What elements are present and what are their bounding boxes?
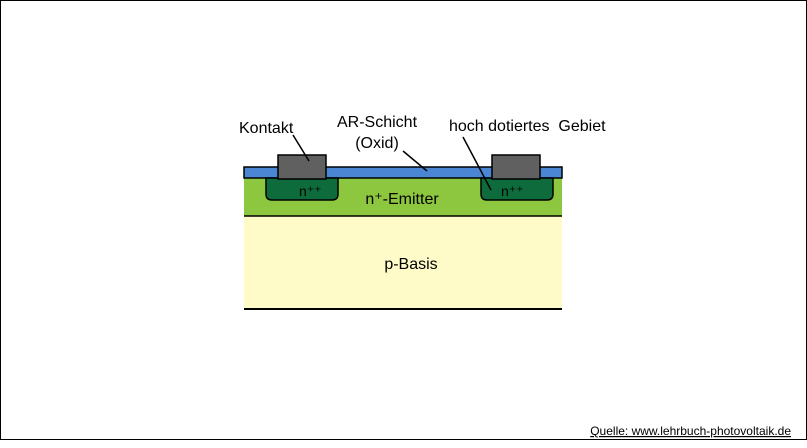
pointer-kontakt: [292, 134, 310, 162]
source-link[interactable]: Quelle: www.lehrbuch-photovoltaik.de: [590, 424, 791, 438]
highly-doped-region-left: [265, 177, 339, 201]
label-emitter: n⁺-Emitter: [365, 191, 439, 208]
label-n-plus-plus-right: n⁺⁺: [501, 183, 524, 199]
label-hoch-dotiert: hoch dotiertes Gebiet: [449, 118, 606, 135]
ar-coating-layer: [243, 166, 563, 179]
label-oxid: (Oxid): [355, 135, 399, 152]
contact-left: [277, 154, 327, 180]
contact-right: [491, 154, 541, 180]
p-base-layer: [244, 216, 562, 309]
highly-doped-region-right: [480, 177, 554, 201]
label-ar-schicht: AR-Schicht: [337, 114, 418, 131]
label-kontakt: Kontakt: [239, 120, 294, 137]
pointer-ar-schicht: [402, 150, 428, 172]
label-n-plus-plus-left: n⁺⁺: [299, 183, 322, 199]
pointer-hoch-dotiert: [462, 136, 492, 191]
solar-cell-cross-section: Kontakt AR-Schicht (Oxid) hoch dotiertes…: [239, 114, 791, 438]
label-basis: p-Basis: [384, 256, 437, 273]
